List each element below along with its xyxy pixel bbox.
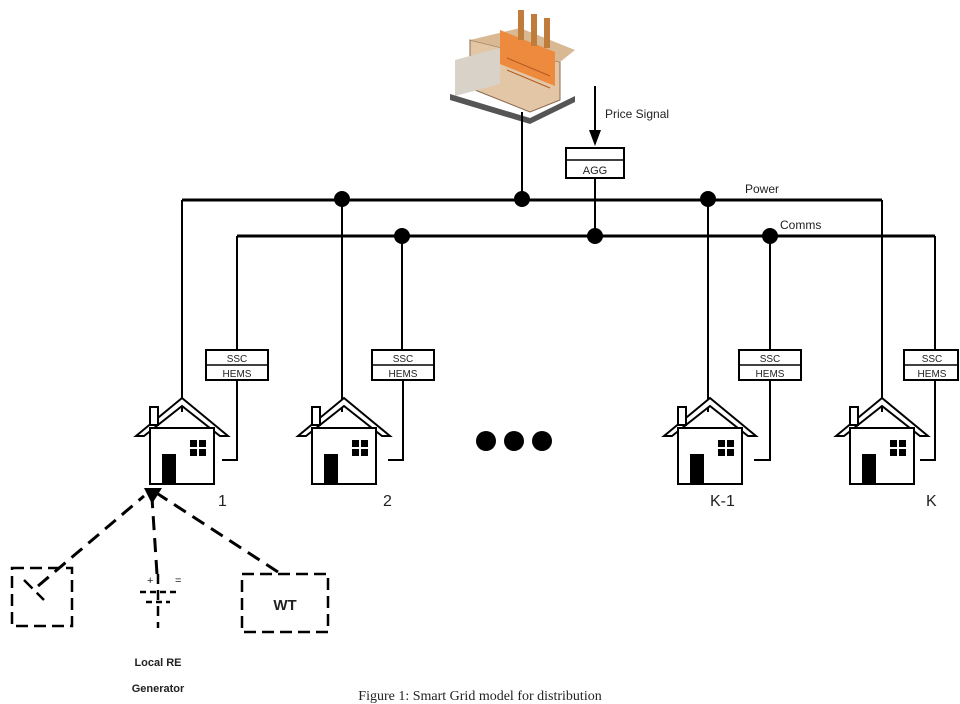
svg-text:HEMS: HEMS <box>223 369 252 380</box>
local-re-label-line1: Local RE <box>134 657 181 669</box>
ssc-hems-box-k: SSC HEMS <box>904 350 958 380</box>
svg-text:=: = <box>175 575 181 587</box>
generation-arrows <box>38 494 278 586</box>
power-label: Power <box>745 182 779 196</box>
svg-text:SSC: SSC <box>393 354 414 365</box>
house-label-k1: K-1 <box>710 493 735 510</box>
ssc-hems-box-1: SSC HEMS <box>206 350 268 380</box>
svg-text:HEMS: HEMS <box>918 369 947 380</box>
svg-text:SSC: SSC <box>227 354 248 365</box>
price-signal-arrow <box>589 86 601 146</box>
figure-caption: Figure 1: Smart Grid model for distribut… <box>358 689 601 704</box>
comms-label: Comms <box>780 218 821 232</box>
solar-panel-icon <box>12 568 72 626</box>
house-label-2: 2 <box>383 493 392 510</box>
ellipsis-dots <box>476 431 552 451</box>
svg-text:SSC: SSC <box>922 354 943 365</box>
svg-text:+: + <box>147 575 153 587</box>
house-label-k: K <box>926 493 937 510</box>
ssc-hems-box-k1: SSC HEMS <box>739 350 801 380</box>
agg-box: AGG <box>566 148 624 178</box>
house-icon-k1 <box>664 398 756 484</box>
wind-turbine-box: WT <box>242 574 328 632</box>
svg-text:SSC: SSC <box>760 354 781 365</box>
house-icon-2 <box>298 398 390 484</box>
house-label-1: 1 <box>218 493 227 510</box>
battery-icon <box>140 574 176 628</box>
price-signal-label: Price Signal <box>605 107 669 121</box>
svg-text:HEMS: HEMS <box>389 369 418 380</box>
local-re-label-line2: Generator <box>132 683 185 695</box>
svg-text:HEMS: HEMS <box>756 369 785 380</box>
agg-label: AGG <box>583 165 607 177</box>
ssc-hems-box-2: SSC HEMS <box>372 350 434 380</box>
power-plant-icon <box>450 10 575 124</box>
wt-label: WT <box>273 597 296 614</box>
